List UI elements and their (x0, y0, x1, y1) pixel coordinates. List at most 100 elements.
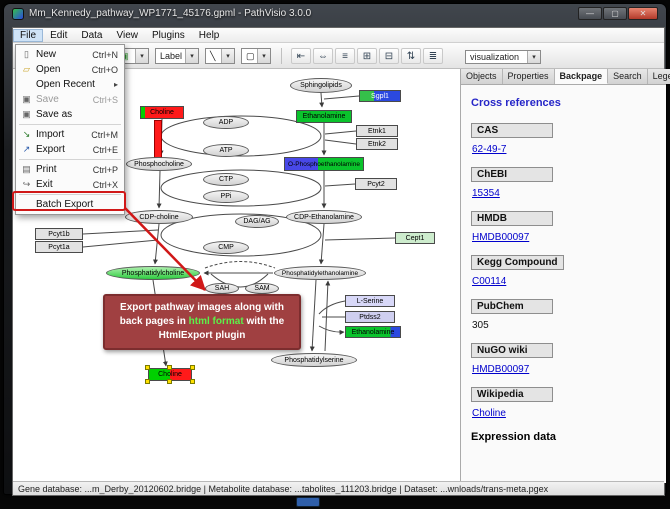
highlighted-gene-node[interactable] (154, 120, 162, 162)
node-etnk1[interactable]: Etnk1 (356, 125, 398, 137)
shape-tool[interactable]: ▢ ▾ (241, 48, 271, 64)
node-cdp-choline[interactable]: CDP-choline (125, 210, 193, 224)
node-cmp[interactable]: CMP (203, 241, 249, 254)
stack-vertical-button[interactable]: ⇅ (401, 48, 421, 64)
menu-item-shortcut: Ctrl+E (92, 144, 118, 155)
menu-item-exit[interactable]: ↪ Exit Ctrl+X (16, 177, 124, 192)
chevron-down-icon: ▾ (527, 51, 540, 63)
line-tool[interactable]: ╲ ▾ (205, 48, 235, 64)
menu-item-import[interactable]: ↘ Import Ctrl+M (16, 127, 124, 142)
node-phosphatidylethanolamine[interactable]: Phosphatidylethanolamine (274, 266, 366, 280)
node-phosphatidylcholine[interactable]: Phosphatidylcholine (106, 266, 200, 280)
menu-item-open[interactable]: ▱ Open Ctrl+O (16, 62, 124, 77)
link-kegg[interactable]: C00114 (472, 276, 507, 287)
selection-handle[interactable] (145, 365, 150, 370)
selection-handle[interactable] (190, 379, 195, 384)
node-cept1[interactable]: Cept1 (395, 232, 435, 244)
save-as-icon: ▣ (22, 109, 31, 119)
menu-file[interactable]: File (13, 28, 44, 42)
tab-backpage[interactable]: Backpage (554, 69, 609, 84)
link-hmdb[interactable]: HMDB00097 (472, 232, 530, 243)
selection-handle[interactable] (167, 365, 172, 370)
menu-item-save[interactable]: ▣ Save Ctrl+S (16, 92, 124, 107)
menu-plugins[interactable]: Plugins (151, 29, 185, 41)
menu-item-label: Open Recent (36, 79, 95, 90)
node-sgpl1[interactable]: Sgpl1 (359, 90, 401, 102)
node-dag[interactable]: DAG/AG (235, 215, 279, 228)
chevron-down-icon: ▾ (257, 49, 270, 63)
node-phosphocholine[interactable]: Phosphocholine (126, 157, 192, 171)
menu-item-print[interactable]: ▤ Print Ctrl+P (16, 162, 124, 177)
node-ethanolamine-top[interactable]: Ethanolamine (296, 110, 352, 123)
common-height-button[interactable]: ⊟ (379, 48, 399, 64)
tab-search[interactable]: Search (608, 69, 648, 84)
node-l-serine[interactable]: L-Serine (345, 295, 395, 307)
common-width-button[interactable]: ⊞ (357, 48, 377, 64)
selection-handle[interactable] (145, 379, 150, 384)
node-pcyt1a[interactable]: Pcyt1a (35, 241, 83, 253)
new-file-icon: ▯ (24, 49, 29, 59)
selection-handle[interactable] (190, 365, 195, 370)
menu-item-label: Import (36, 129, 65, 140)
menu-item-export[interactable]: ↗ Export Ctrl+E (16, 142, 124, 157)
submenu-arrow-icon: ▸ (113, 80, 118, 89)
node-phosphatidylserine[interactable]: Phosphatidylserine (271, 353, 357, 367)
node-pcyt1b[interactable]: Pcyt1b (35, 228, 83, 240)
maximize-button[interactable]: ▢ (603, 7, 627, 20)
node-ppi[interactable]: PPi (203, 190, 249, 203)
node-sah[interactable]: SAH (205, 283, 239, 294)
menu-item-shortcut: Ctrl+N (92, 49, 118, 60)
section-header-chebi: ChEBI (471, 167, 553, 182)
node-sam[interactable]: SAM (245, 283, 279, 294)
expression-data-title: Expression data (471, 431, 556, 443)
minimize-button[interactable]: — (578, 7, 602, 20)
menu-data[interactable]: Data (81, 29, 103, 41)
menu-separator (19, 194, 121, 195)
node-ctp[interactable]: CTP (203, 173, 249, 186)
menu-edit[interactable]: Edit (50, 29, 68, 41)
node-ethanolamine-low[interactable]: Ethanolamine (345, 326, 401, 338)
node-cdp-ethanolamine[interactable]: CDP-Ethanolamine (286, 210, 362, 224)
node-etnk2[interactable]: Etnk2 (356, 138, 398, 150)
align-center-y-button[interactable]: ⇔ (313, 48, 333, 64)
node-sphingolipids[interactable]: Sphingolipids (290, 78, 352, 93)
align-left-button[interactable]: ≡ (335, 48, 355, 64)
align-center-x-button[interactable]: ⇤ (291, 48, 311, 64)
node-choline-bottom[interactable]: Choline (145, 365, 195, 384)
stack-horizontal-button[interactable]: ≣ (423, 48, 443, 64)
tab-properties[interactable]: Properties (502, 69, 555, 84)
menu-item-batch-export[interactable]: Batch Export (16, 197, 124, 212)
file-menu-dropdown: ▯ New Ctrl+N ▱ Open Ctrl+O Open Recent ▸… (15, 44, 125, 215)
menu-view[interactable]: View (116, 29, 138, 41)
taskbar-item[interactable] (296, 497, 320, 507)
menu-item-shortcut: Ctrl+O (91, 64, 118, 75)
backpage-content: Cross references CAS 62-49-7 ChEBI 15354… (461, 85, 666, 483)
menu-item-shortcut: Ctrl+M (91, 129, 118, 140)
link-cas[interactable]: 62-49-7 (472, 144, 507, 155)
tab-objects[interactable]: Objects (461, 69, 503, 84)
menu-item-label: Batch Export (36, 199, 94, 210)
label-tool[interactable]: Label ▾ (155, 48, 199, 64)
menu-item-label: New (36, 49, 57, 60)
annotation-callout: Export pathway images along with back pa… (103, 294, 301, 350)
menu-item-open-recent[interactable]: Open Recent ▸ (16, 77, 124, 92)
callout-text: with the HtmlExport plugin (158, 316, 285, 341)
node-adp[interactable]: ADP (203, 116, 249, 129)
close-button[interactable]: ✕ (628, 7, 658, 20)
node-ptdss2[interactable]: Ptdss2 (345, 311, 395, 323)
menu-item-save-as[interactable]: ▣ Save as (16, 107, 124, 122)
node-atp[interactable]: ATP (203, 144, 249, 157)
selection-handle[interactable] (167, 379, 172, 384)
node-choline-top[interactable]: Choline (140, 106, 184, 119)
menu-item-new[interactable]: ▯ New Ctrl+N (16, 47, 124, 62)
visualization-select[interactable]: visualization ▾ (465, 50, 541, 64)
tab-legend[interactable]: Legend (647, 69, 670, 84)
link-chebi[interactable]: 15354 (472, 188, 500, 199)
menu-help[interactable]: Help (198, 29, 220, 41)
node-o-phosphoethanolamine[interactable]: O-Phosphoethanolamine (284, 157, 364, 171)
link-nugo[interactable]: HMDB00097 (472, 364, 530, 375)
node-pcyt2[interactable]: Pcyt2 (355, 178, 397, 190)
title-bar[interactable]: Mm_Kennedy_pathway_WP1771_45176.gpml - P… (4, 4, 666, 24)
link-wikipedia[interactable]: Choline (472, 408, 506, 419)
